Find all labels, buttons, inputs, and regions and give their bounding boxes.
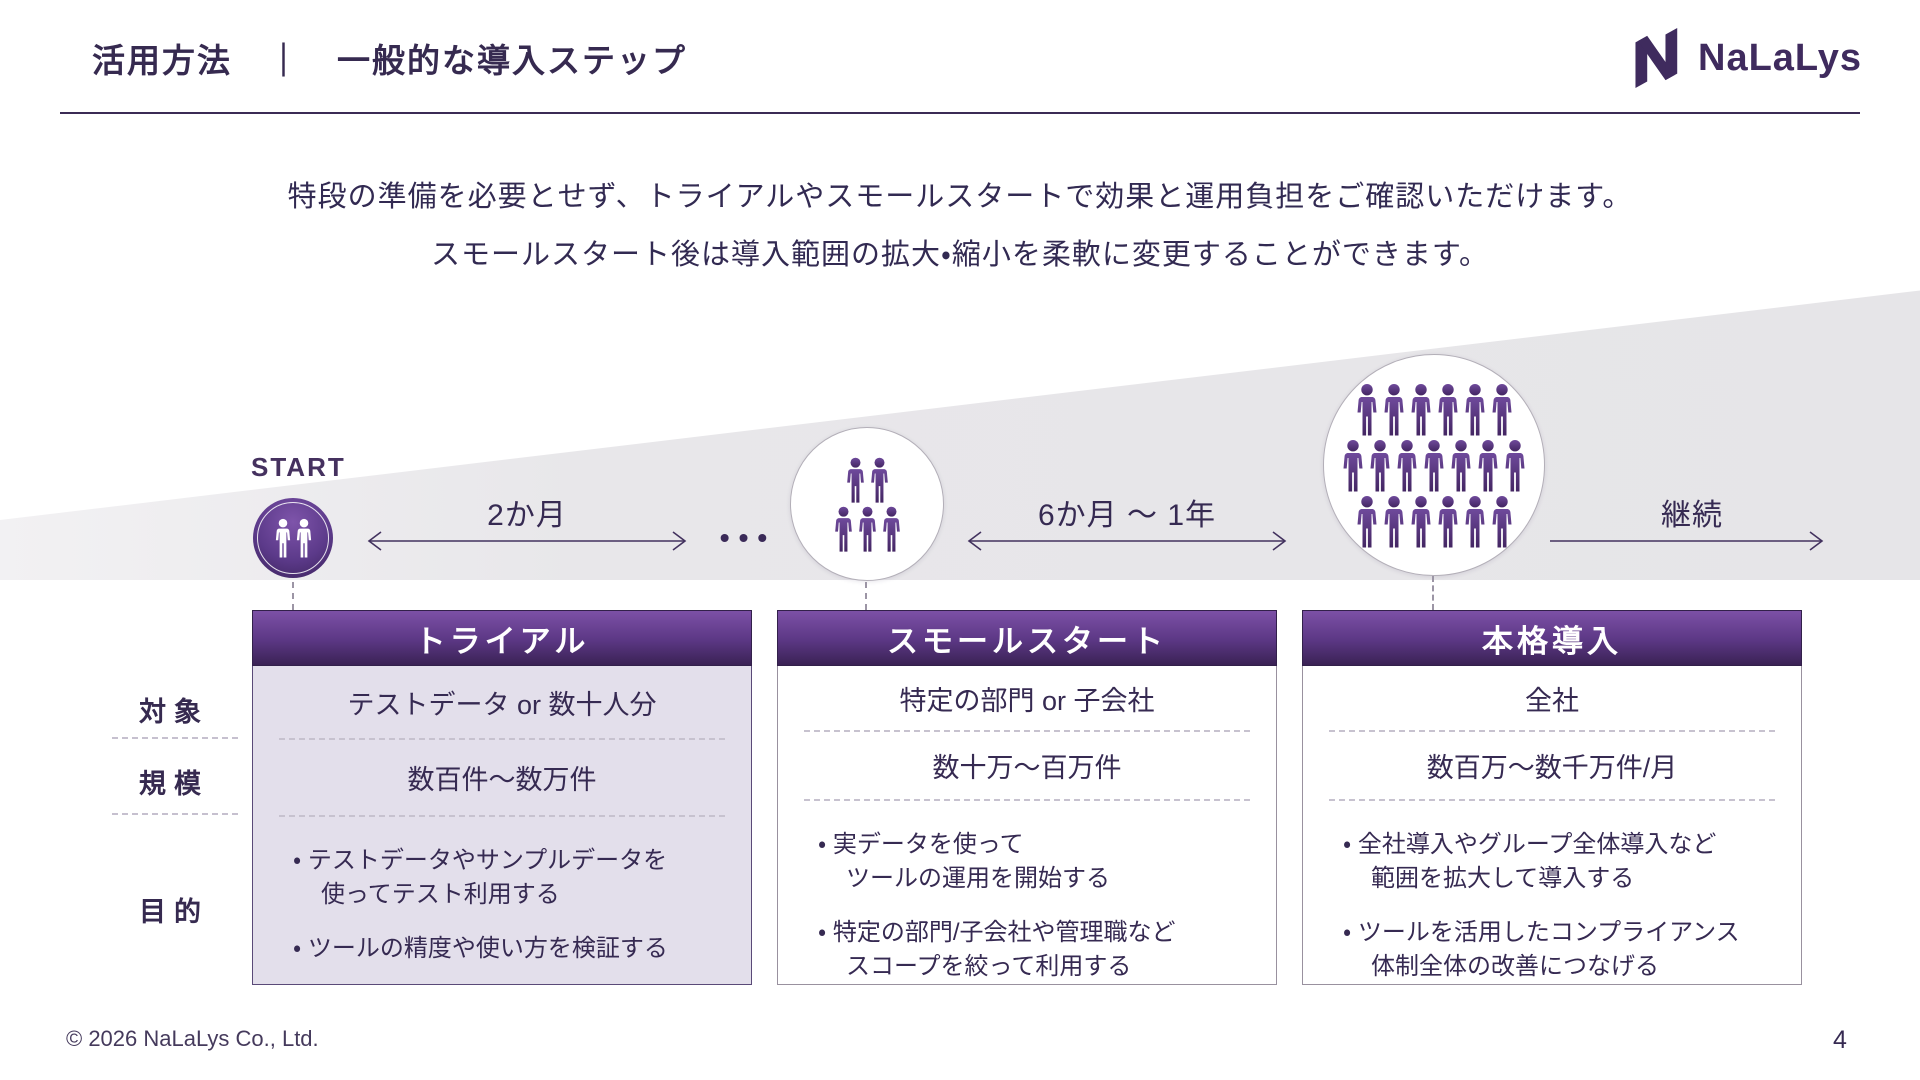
bullet-item: ツールを活用したコンプライアンス 体制全体の改善につなげる bbox=[1343, 916, 1777, 984]
duration-label-2: 継続 bbox=[1661, 499, 1723, 532]
column-full-rollout: 本格導入 全社 数百万～数千万件/月 全社導入やグループ全体導入など 範囲を拡大… bbox=[1302, 610, 1802, 985]
dashed-connector-1 bbox=[865, 582, 867, 610]
people-group-trial bbox=[274, 518, 313, 558]
person-icon bbox=[1409, 495, 1433, 548]
small-start-target-value: 特定の部門 or 子会社 bbox=[899, 685, 1155, 716]
person-icon bbox=[845, 457, 866, 503]
person-icon bbox=[1368, 439, 1392, 492]
person-icon bbox=[1463, 383, 1487, 436]
duration-label-0: 2か月 bbox=[487, 499, 567, 532]
column-small-start-body: 特定の部門 or 子会社 数十万～百万件 実データを使って ツールの運用を開始す… bbox=[777, 666, 1277, 985]
cell-separator bbox=[1329, 798, 1775, 801]
person-icon bbox=[833, 506, 854, 552]
person-icon bbox=[274, 518, 292, 558]
duration-label-1: 6か月 ～ 1年 bbox=[1037, 499, 1217, 532]
column-full-rollout-body: 全社 数百万～数千万件/月 全社導入やグループ全体導入など 範囲を拡大して導入す… bbox=[1302, 666, 1802, 985]
double-arrow-icon-1 bbox=[967, 531, 1287, 551]
row-label-purpose: 目的 bbox=[139, 897, 209, 927]
person-icon bbox=[1395, 439, 1419, 492]
people-group-small-start bbox=[833, 457, 902, 552]
person-icon bbox=[295, 518, 313, 558]
person-icon bbox=[1449, 439, 1473, 492]
small-start-purpose-list: 実データを使って ツールの運用を開始する 特定の部門/子会社や管理職など スコー… bbox=[778, 801, 1276, 984]
column-small-start-header: スモールスタート bbox=[777, 610, 1277, 666]
column-trial-header: トライアル bbox=[252, 610, 752, 666]
person-icon bbox=[1463, 495, 1487, 548]
cell-separator bbox=[804, 730, 1250, 733]
row-label-separator-1 bbox=[112, 813, 238, 815]
row-label-separator-0 bbox=[112, 737, 238, 739]
full-rollout-target-value: 全社 bbox=[1525, 685, 1579, 716]
cell-separator bbox=[804, 798, 1250, 801]
person-icon bbox=[869, 457, 890, 503]
trial-scale-value: 数百件～数万件 bbox=[407, 765, 597, 795]
right-arrow-icon bbox=[1550, 531, 1824, 551]
cell-separator bbox=[279, 738, 725, 740]
bullet-item: テストデータやサンプルデータを 使ってテスト利用する bbox=[293, 844, 727, 912]
person-icon bbox=[1476, 439, 1500, 492]
copyright-text: © 2026 NaLaLys Co., Ltd. bbox=[66, 1026, 319, 1051]
bullet-item: ツールの精度や使い方を検証する bbox=[293, 932, 727, 966]
ellipsis-dots: ••• bbox=[719, 522, 777, 553]
person-icon bbox=[1436, 495, 1460, 548]
person-icon bbox=[1382, 495, 1406, 548]
page-title: 活用方法 ｜ 一般的な導入ステップ bbox=[92, 42, 687, 79]
trial-purpose-list: テストデータやサンプルデータを 使ってテスト利用する ツールの精度や使い方を検証… bbox=[253, 817, 751, 984]
cell-separator bbox=[279, 815, 725, 817]
person-icon bbox=[1490, 495, 1514, 548]
milestone-circle-1 bbox=[790, 427, 944, 581]
person-icon bbox=[857, 506, 878, 552]
person-icon bbox=[1490, 383, 1514, 436]
lead-line-2: スモールスタート後は導入範囲の拡大・縮小を柔軟に変更することができます。 bbox=[431, 239, 1489, 271]
person-icon bbox=[1436, 383, 1460, 436]
people-group-full-rollout bbox=[1341, 383, 1527, 548]
double-arrow-icon-0 bbox=[367, 531, 687, 551]
person-icon bbox=[1422, 439, 1446, 492]
row-label-target: 対象 bbox=[139, 697, 209, 727]
logo-text: NaLaLys bbox=[1698, 36, 1862, 79]
full-rollout-scale-value: 数百万～数千万件/月 bbox=[1426, 752, 1678, 783]
lead-text: 特段の準備を必要とせず、トライアルやスモールスタートで効果と運用負担をご確認いた… bbox=[0, 168, 1920, 284]
full-rollout-purpose-list: 全社導入やグループ全体導入など 範囲を拡大して導入する ツールを活用したコンプラ… bbox=[1303, 801, 1801, 984]
milestone-circle-2 bbox=[1323, 354, 1545, 576]
column-trial-body: テストデータ or 数十人分 数百件～数万件 テストデータやサンプルデータを 使… bbox=[252, 666, 752, 985]
cell-separator bbox=[1329, 730, 1775, 733]
person-icon bbox=[1503, 439, 1527, 492]
dashed-connector-2 bbox=[1432, 576, 1434, 610]
title-divider bbox=[60, 112, 1860, 114]
person-icon bbox=[1355, 495, 1379, 548]
milestone-circle-0 bbox=[253, 498, 333, 578]
person-icon bbox=[1409, 383, 1433, 436]
person-icon bbox=[1355, 383, 1379, 436]
bullet-item: 全社導入やグループ全体導入など 範囲を拡大して導入する bbox=[1343, 828, 1777, 896]
page-number: 4 bbox=[1833, 1026, 1847, 1054]
person-icon bbox=[1382, 383, 1406, 436]
dashed-connector-0 bbox=[292, 582, 294, 610]
company-logo: NaLaLys bbox=[1630, 28, 1862, 88]
lead-line-1: 特段の準備を必要とせず、トライアルやスモールスタートで効果と運用負担をご確認いた… bbox=[287, 181, 1633, 213]
small-start-scale-value: 数十万～百万件 bbox=[932, 752, 1122, 783]
trial-target-value: テストデータ or 数十人分 bbox=[347, 689, 657, 720]
nalalys-logo-icon bbox=[1635, 28, 1678, 88]
person-icon bbox=[881, 506, 902, 552]
start-label: START bbox=[251, 452, 346, 482]
person-icon bbox=[1341, 439, 1365, 492]
column-small-start: スモールスタート 特定の部門 or 子会社 数十万～百万件 実データを使って ツ… bbox=[777, 610, 1277, 985]
row-label-scale: 規模 bbox=[139, 769, 209, 799]
column-full-rollout-header: 本格導入 bbox=[1302, 610, 1802, 666]
column-trial: トライアル テストデータ or 数十人分 数百件～数万件 テストデータやサンプル… bbox=[252, 610, 752, 985]
bullet-item: 特定の部門/子会社や管理職など スコープを絞って利用する bbox=[818, 916, 1252, 984]
bullet-item: 実データを使って ツールの運用を開始する bbox=[818, 828, 1252, 896]
